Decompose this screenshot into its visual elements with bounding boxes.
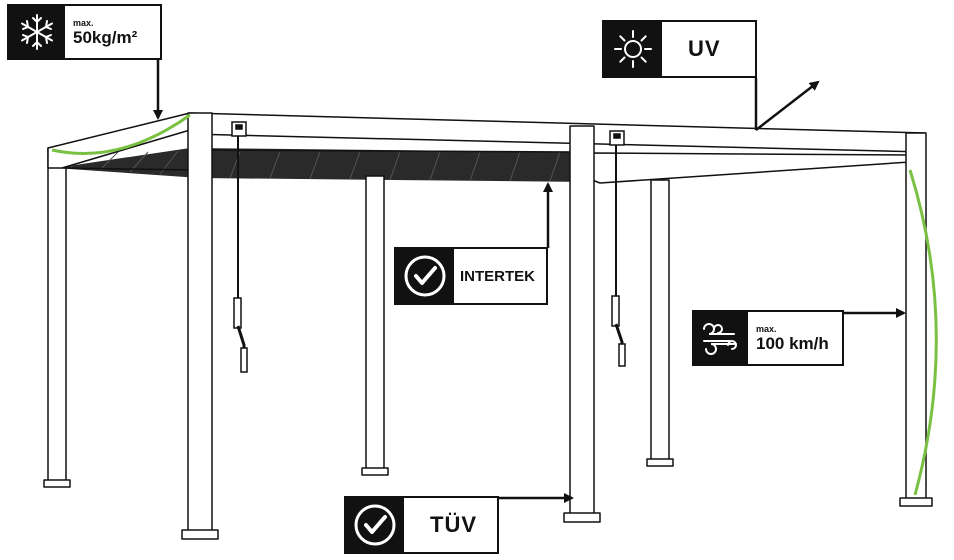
uv-badge: UV: [602, 20, 757, 78]
intertek-label: INTERTEK: [460, 267, 535, 285]
sun-icon: [604, 22, 662, 76]
tuv-label: TÜV: [430, 512, 477, 537]
post-back-left: [47, 147, 67, 484]
check-circle-icon: [396, 249, 454, 303]
tuv-badge: TÜV: [344, 496, 499, 554]
post-front-left: [187, 112, 213, 534]
check-circle-icon: [346, 498, 404, 552]
snow-load-value: 50kg/m²: [73, 27, 138, 47]
post-front-middle: [569, 125, 595, 517]
wind-load-curve: [908, 169, 938, 496]
snow-load-curve: [51, 113, 191, 155]
snow-load-prefix: max.: [73, 17, 94, 28]
crank-handle-left: [231, 121, 248, 373]
leader-arrows: [153, 58, 906, 503]
pergola-frame: [43, 112, 933, 540]
uv-label: UV: [688, 36, 721, 61]
crank-handle-right: [609, 130, 626, 367]
post-back-middle: [365, 175, 385, 473]
wind-icon: [694, 312, 748, 364]
post-back-right: [650, 179, 670, 463]
wind-load-value: 100 km/h: [756, 333, 829, 353]
snowflake-icon: [9, 6, 65, 58]
wind-load-prefix: max.: [756, 323, 777, 334]
snow-load-badge: max. 50kg/m²: [7, 4, 162, 60]
intertek-badge: INTERTEK: [394, 247, 548, 305]
wind-load-badge: max. 100 km/h: [692, 310, 844, 366]
